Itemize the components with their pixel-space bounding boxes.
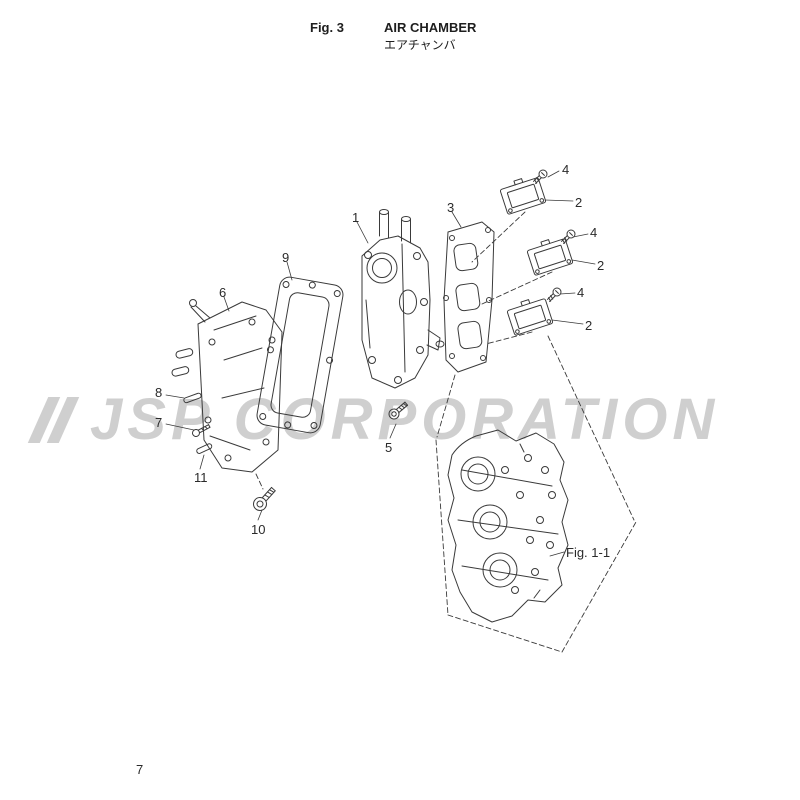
callout-10: 10 <box>251 522 266 537</box>
page-number: 7 <box>136 762 144 777</box>
callout-9: 9 <box>282 250 290 265</box>
callout-1: 1 <box>352 210 360 225</box>
part-reed-valve-top <box>499 177 547 215</box>
part-screw-top <box>532 169 548 185</box>
callout-7: 7 <box>155 415 163 430</box>
callout-4-bottom: 4 <box>577 285 585 300</box>
callout-6: 6 <box>219 285 227 300</box>
callout-2-top: 2 <box>575 195 583 210</box>
part-pin-11 <box>196 443 213 454</box>
callout-3: 3 <box>447 200 455 215</box>
part-chamber-cover <box>171 299 283 473</box>
part-manifold-gasket <box>443 221 495 373</box>
callout-fig-1-1: Fig. 1-1 <box>566 545 611 560</box>
part-air-chamber-body <box>361 209 445 389</box>
figure-number: Fig. 3 <box>310 20 344 35</box>
watermark-text: JSP CORPORATION <box>90 387 720 452</box>
part-reed-valve-middle <box>526 238 574 276</box>
leader-lines <box>165 170 596 557</box>
figure-title-ja: エアチャンバ <box>384 38 456 52</box>
watermark: JSP CORPORATION <box>27 386 720 453</box>
cylinder-block <box>447 429 569 623</box>
part-bolt-5 <box>388 401 409 420</box>
part-bolt-10 <box>253 486 276 511</box>
callout-4-top: 4 <box>562 162 570 177</box>
assembly-dashed-lines <box>255 211 637 653</box>
callout-4-middle: 4 <box>590 225 598 240</box>
part-chamber-gasket <box>256 276 344 434</box>
part-pin-8 <box>183 392 202 404</box>
part-screw-bottom <box>546 287 562 303</box>
part-reed-valve-bottom <box>506 298 554 336</box>
callout-8: 8 <box>155 385 163 400</box>
callout-2-middle: 2 <box>597 258 605 273</box>
callout-11: 11 <box>194 470 208 485</box>
callout-2-bottom: 2 <box>585 318 593 333</box>
part-screw-7 <box>192 424 211 437</box>
callout-5: 5 <box>385 440 393 455</box>
figure-title: AIR CHAMBER <box>384 20 477 35</box>
